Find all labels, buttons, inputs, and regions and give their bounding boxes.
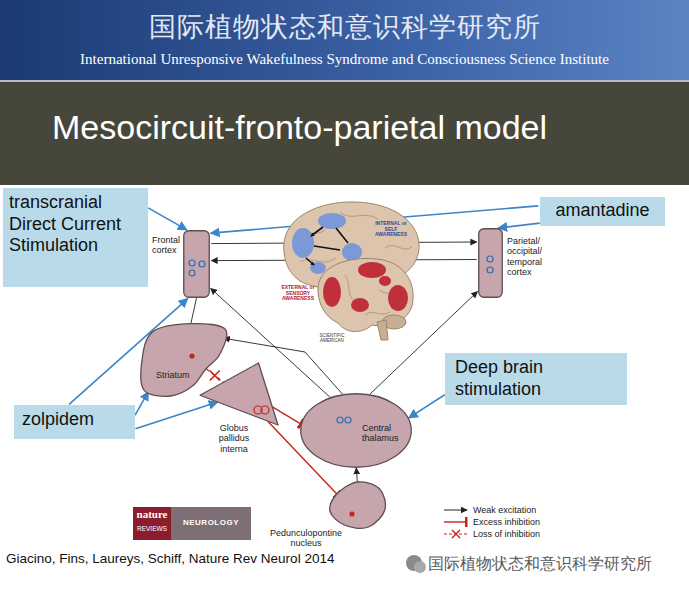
legend-text: Excess inhibition (473, 517, 540, 527)
region-label: Striatum (156, 370, 190, 380)
brain-label: EXTERNAL or SENSORY AWARENESS (279, 285, 317, 302)
cortex-region: Parietal/ occipital/ temporal cortex (478, 228, 503, 298)
neuron-dot (345, 417, 351, 423)
neuron-dot (487, 267, 493, 273)
treatment-callout: transcranial Direct Current Stimulation (3, 188, 148, 287)
neuron-dot (261, 406, 269, 414)
journal-logo-text: REVIEWS (133, 525, 171, 532)
neuron-dot (189, 270, 195, 276)
region-outline (330, 482, 385, 527)
legend: Weak excitationExcess inhibitionLoss of … (443, 500, 540, 536)
treatment-arrow (135, 392, 148, 416)
callout-text: transcranial Direct Current Stimulation (9, 192, 142, 257)
treatment-callout: Deep brain stimulation (445, 353, 627, 405)
region-label: Parietal/ occipital/ temporal cortex (507, 236, 555, 277)
legend-text: Loss of inhibition (473, 529, 540, 539)
cortex-region: Frontal cortex (183, 230, 210, 298)
region-outline (140, 328, 228, 396)
region-outline (478, 228, 503, 298)
callout-text: zolpidem (22, 409, 127, 431)
treatment-arrow (498, 223, 540, 228)
treatment-callout: zolpidem (14, 405, 135, 439)
legend-sample (443, 505, 469, 515)
region-outline (183, 230, 210, 298)
legend-sample (443, 529, 469, 539)
neuron-dot (189, 260, 195, 266)
neuron-dot (199, 261, 205, 267)
neuron-dot (487, 256, 493, 262)
legend-sample (443, 517, 469, 527)
journal-logo-text: NEUROLOGY (171, 518, 251, 527)
legend-row: Weak excitation (443, 500, 540, 512)
watermark: 国际植物状态和意识科学研究所 (428, 554, 684, 575)
neuron-dot (190, 354, 194, 358)
brainstem-nucleus: Pedunculopontine nucleus (330, 482, 385, 527)
neuron-dot (337, 417, 343, 423)
striatum-region: Striatum (140, 328, 228, 396)
region-label: Central thalamus (362, 423, 406, 444)
banner-chinese-title: 国际植物状态和意识科学研究所 (0, 9, 689, 45)
region-label: Frontal cortex (152, 235, 181, 256)
brain-credit: SCIENTIFIC AMERICAN (318, 334, 346, 344)
region-outline (200, 363, 278, 425)
region-outline (300, 393, 412, 468)
treatment-arrow (409, 395, 445, 418)
thalamus-region: Central thalamus (300, 393, 412, 468)
brain-label: INTERNAL or SELF AWARENESS (370, 221, 412, 238)
loss-mark (210, 370, 220, 380)
inhibition-line (206, 369, 223, 382)
pallidus-region: Globus pallidus interna (200, 363, 278, 425)
neuron-dot (350, 512, 354, 516)
treatment-arrow (148, 208, 187, 230)
banner-english-title: International Unresponsive Wakefulness S… (0, 51, 689, 68)
region-label: Pedunculopontine nucleus (258, 528, 354, 549)
treatment-callout: amantadine (540, 197, 665, 226)
legend-text: Weak excitation (473, 505, 536, 515)
treatment-arrow (135, 402, 217, 429)
journal-logo-text: nature (133, 508, 171, 520)
excitation-arrow (356, 468, 357, 482)
callout-text: amantadine (546, 200, 659, 222)
citation-caption: Giacino, Fins, Laureys, Schiff, Nature R… (6, 551, 334, 566)
callout-text: Deep brain stimulation (455, 357, 617, 400)
region-label: Globus pallidus interna (208, 423, 260, 454)
slide-title: Mesocircuit-fronto-parietal model (52, 108, 547, 147)
